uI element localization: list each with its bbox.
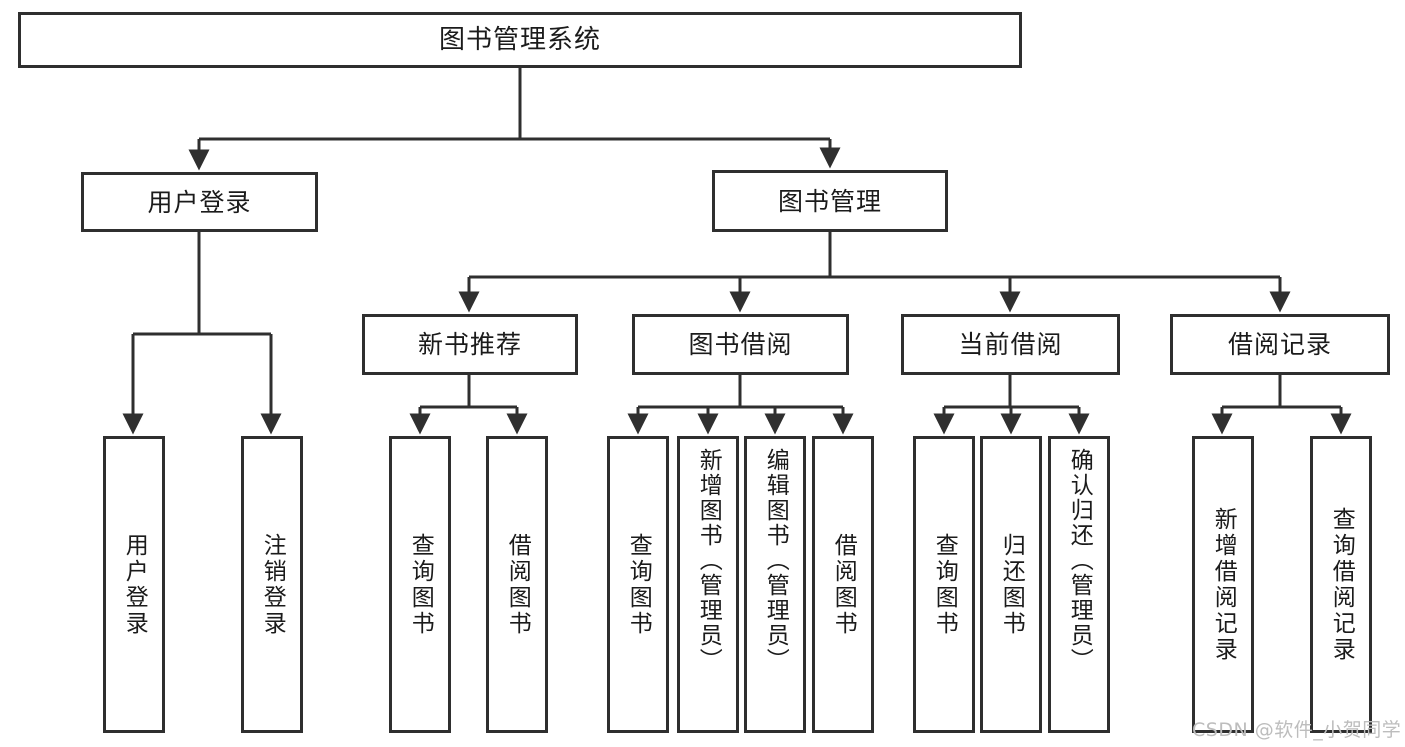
node-leaf-confirm-return[interactable]: 确认归还（管理员） [1048,436,1110,733]
node-leaf-query-record[interactable]: 查询借阅记录 [1310,436,1372,733]
node-leaf-logout-login-label: 注销登录 [259,532,286,637]
node-leaf-query-record-label: 查询借阅记录 [1328,506,1355,663]
node-borrow-record[interactable]: 借阅记录 [1170,314,1390,375]
node-leaf-borrow-book-1-label: 借阅图书 [504,532,531,637]
node-leaf-add-book-label: 新增图书（管理员） [695,448,722,673]
node-new-book-recommend[interactable]: 新书推荐 [362,314,578,375]
node-leaf-return-book-label: 归还图书 [998,532,1025,637]
node-leaf-user-login[interactable]: 用户登录 [103,436,165,733]
node-leaf-add-record-label: 新增借阅记录 [1210,506,1237,663]
node-leaf-add-record[interactable]: 新增借阅记录 [1192,436,1254,733]
node-leaf-query-book-3-label: 查询图书 [931,532,958,637]
node-leaf-borrow-book-2[interactable]: 借阅图书 [812,436,874,733]
node-current-borrow[interactable]: 当前借阅 [901,314,1120,375]
node-book-management-label: 图书管理 [777,186,882,216]
node-leaf-borrow-book-1[interactable]: 借阅图书 [486,436,548,733]
node-root[interactable]: 图书管理系统 [18,12,1022,68]
node-leaf-query-book-2-label: 查询图书 [625,532,652,637]
node-user-login-label: 用户登录 [147,187,252,217]
node-leaf-borrow-book-2-label: 借阅图书 [830,532,857,637]
node-leaf-query-book-2[interactable]: 查询图书 [607,436,669,733]
watermark: CSDN @软件_小贺同学 [1192,719,1402,741]
node-leaf-query-book-3[interactable]: 查询图书 [913,436,975,733]
node-borrow-record-label: 借阅记录 [1227,330,1332,359]
node-leaf-edit-book-label: 编辑图书（管理员） [762,448,789,673]
node-book-borrow[interactable]: 图书借阅 [632,314,849,375]
node-new-book-recommend-label: 新书推荐 [417,330,522,359]
node-leaf-add-book[interactable]: 新增图书（管理员） [677,436,739,733]
node-leaf-user-login-label: 用户登录 [121,532,148,637]
node-leaf-return-book[interactable]: 归还图书 [980,436,1042,733]
node-book-management[interactable]: 图书管理 [712,170,948,232]
node-leaf-query-book-1[interactable]: 查询图书 [389,436,451,733]
node-book-borrow-label: 图书借阅 [688,330,793,359]
node-leaf-logout-login[interactable]: 注销登录 [241,436,303,733]
node-leaf-confirm-return-label: 确认归还（管理员） [1066,448,1093,673]
node-leaf-edit-book[interactable]: 编辑图书（管理员） [744,436,806,733]
node-current-borrow-label: 当前借阅 [958,330,1063,359]
node-root-label: 图书管理系统 [438,24,601,55]
node-user-login[interactable]: 用户登录 [81,172,318,232]
node-leaf-query-book-1-label: 查询图书 [407,532,434,637]
